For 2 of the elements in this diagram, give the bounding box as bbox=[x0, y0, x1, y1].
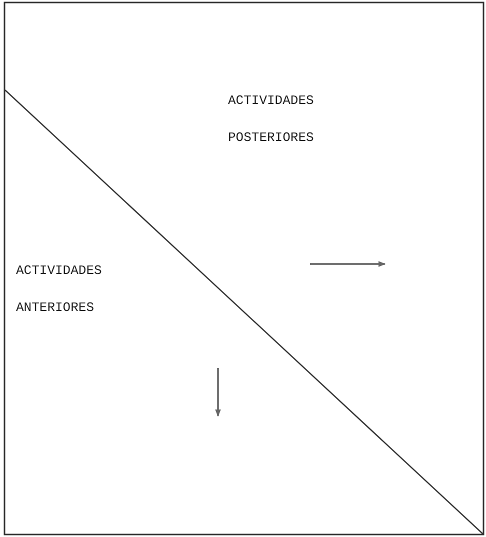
region-label: ACTIVIDADES ANTERIORES bbox=[16, 262, 103, 317]
region-label: ACTIVIDADES POSTERIORES bbox=[228, 92, 315, 147]
